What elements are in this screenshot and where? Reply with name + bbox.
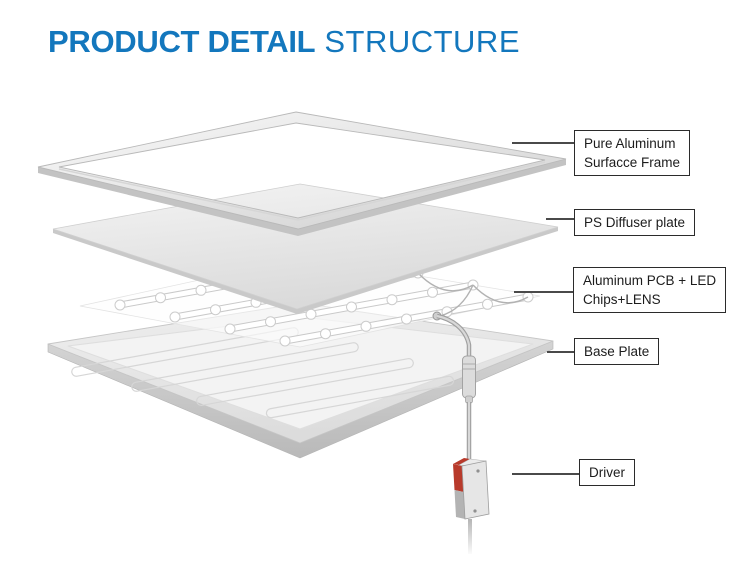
callout-base-line1: Base Plate <box>584 344 650 359</box>
callout-base: Base Plate <box>574 338 660 365</box>
callout-pcb: Aluminum PCB + LED Chips+LENS <box>573 267 727 313</box>
tray-channels <box>71 327 455 419</box>
frame-band <box>37 111 567 230</box>
callout-driver: Driver <box>579 459 635 486</box>
power-cable <box>432 311 490 554</box>
driver-screw <box>473 509 477 513</box>
driver-box <box>453 458 490 520</box>
aluminum-surface-frame <box>37 111 567 236</box>
diffuser-sheet <box>52 183 559 310</box>
callout-pcb-line1: Aluminum PCB + LED <box>583 273 717 288</box>
frame-underside <box>38 159 566 236</box>
tray-floor <box>67 316 534 430</box>
callout-frame: Pure Aluminum Surfacce Frame <box>574 130 691 176</box>
callout-driver-line1: Driver <box>589 465 625 480</box>
callout-pcb-line2: Chips+LENS <box>583 292 661 307</box>
callout-frame-line1: Pure Aluminum <box>584 136 676 151</box>
driver-front <box>461 460 490 520</box>
frame-inner-edge <box>58 161 546 221</box>
title-primary: PRODUCT DETAIL <box>48 24 316 59</box>
driver-side <box>454 490 465 519</box>
title-secondary: STRUCTURE <box>324 24 520 59</box>
cable-connector <box>462 355 476 399</box>
base-plate-tray <box>47 302 554 459</box>
callout-diffuser: PS Diffuser plate <box>574 209 696 236</box>
callout-frame-line2: Surfacce Frame <box>584 155 681 170</box>
driver-screw <box>476 469 480 473</box>
leader-lines <box>512 142 580 475</box>
ps-diffuser-plate <box>52 183 559 314</box>
driver-side-red <box>453 464 464 492</box>
callout-diffuser-line1: PS Diffuser plate <box>584 215 686 230</box>
driver-top-red <box>453 458 470 465</box>
